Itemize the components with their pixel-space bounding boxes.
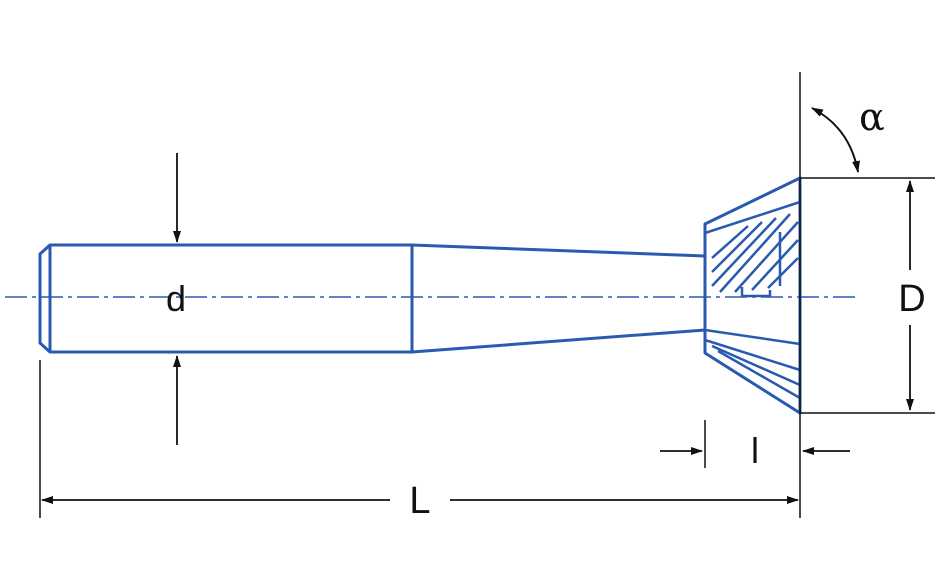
dimension-alpha xyxy=(811,107,860,173)
label-d: d xyxy=(166,278,186,319)
extension-lines xyxy=(39,72,935,518)
shank xyxy=(38,243,414,354)
label-l: l xyxy=(751,430,759,471)
tool-outline xyxy=(38,176,802,415)
section-hatching xyxy=(711,213,799,293)
label-L: L xyxy=(409,480,430,522)
label-D: D xyxy=(898,278,925,320)
neck xyxy=(411,243,706,354)
label-alpha: α xyxy=(859,95,885,139)
